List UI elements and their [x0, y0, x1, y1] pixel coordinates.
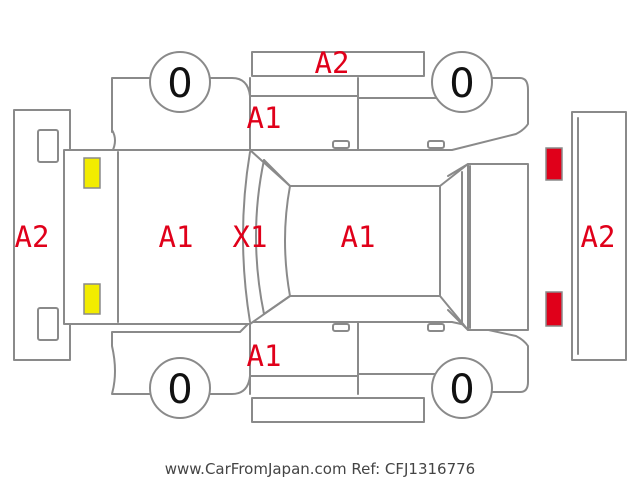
rear-bumper	[571, 111, 627, 361]
label-hood: A1	[159, 220, 194, 254]
top-door-strip	[251, 51, 425, 77]
tire-front-right: 0	[149, 357, 211, 419]
label-left-door-front: A1	[247, 101, 282, 135]
footer-reference: www.CarFromJapan.com Ref: CFJ1316776	[165, 460, 475, 478]
front-lamp-top	[83, 157, 101, 189]
label-front-bumper: A2	[15, 220, 50, 254]
tire-rear-left-value: 0	[449, 61, 474, 107]
rear-lamp-bottom	[545, 291, 563, 327]
label-top-bumper: A2	[315, 46, 350, 80]
tire-rear-right: 0	[431, 357, 493, 419]
front-lamp-bottom	[83, 283, 101, 315]
tire-front-left: 0	[149, 51, 211, 113]
bottom-door-strip	[251, 397, 425, 423]
tire-front-right-value: 0	[167, 367, 192, 413]
tire-rear-right-value: 0	[449, 367, 474, 413]
front-bumper	[13, 109, 71, 361]
rear-lamp-top	[545, 147, 563, 181]
tire-front-left-value: 0	[167, 61, 192, 107]
tire-rear-left: 0	[431, 51, 493, 113]
body-top-view	[63, 149, 529, 331]
label-windshield: X1	[233, 220, 268, 254]
label-rear-bumper: A2	[581, 220, 616, 254]
label-right-door-front: A1	[247, 339, 282, 373]
label-roof: A1	[341, 220, 376, 254]
